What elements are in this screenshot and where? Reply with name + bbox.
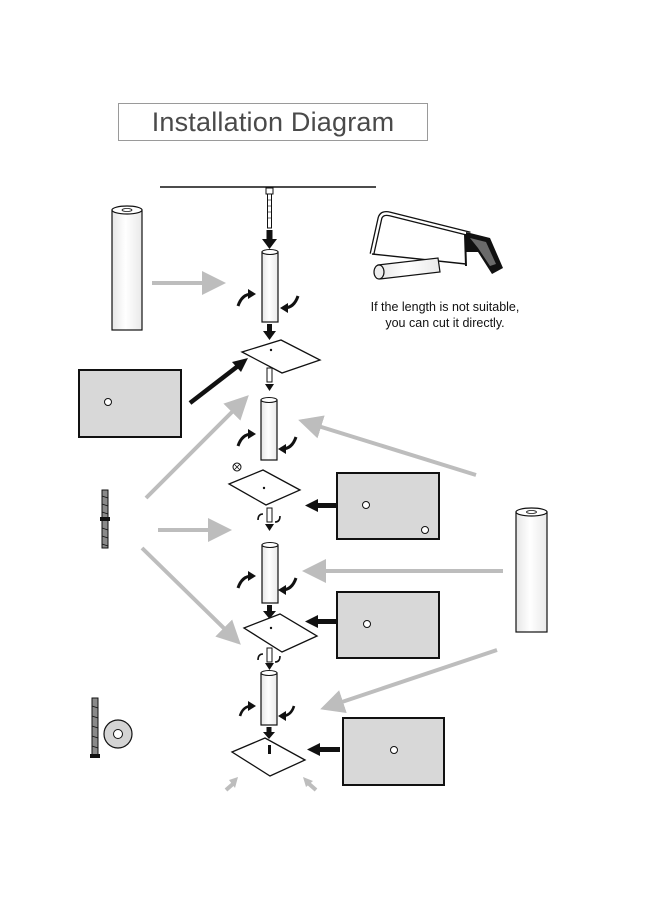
panel-1 (78, 369, 182, 438)
tube-2 (260, 396, 278, 461)
threaded-rod (100, 489, 110, 549)
guide-arrows (140, 271, 503, 714)
spare-tube-left (111, 205, 143, 331)
panel-4 (342, 717, 445, 786)
rotate-arrows-conn-3 (257, 653, 281, 663)
tube-1 (261, 248, 279, 323)
cut-note-line-2: you can cut it directly. (385, 316, 505, 330)
rotate-arrows-1 (236, 289, 300, 313)
tube-4 (260, 669, 278, 726)
down-arrow-3 (263, 605, 276, 619)
long-screw (90, 697, 100, 758)
rotate-arrows-conn-2 (257, 513, 281, 523)
shelf-plate-1 (240, 339, 322, 374)
rotate-arrows-4 (238, 701, 296, 721)
panel-2 (336, 472, 440, 540)
rotate-arrows-2 (236, 429, 298, 454)
cut-note: If the length is not suitable, you can c… (350, 299, 540, 331)
panel-3 (336, 591, 440, 659)
hacksaw-icon (369, 211, 503, 274)
down-arrow-4 (263, 727, 275, 739)
shelf-plate-3 (242, 613, 319, 653)
down-arrow-2 (263, 324, 276, 340)
bottom-grey-arrows (224, 777, 318, 792)
shelf-plate-2 (227, 469, 302, 506)
washer (103, 719, 133, 749)
tube-3 (261, 541, 279, 604)
rotate-arrows-3 (236, 571, 298, 595)
black-arrow-panel-1 (188, 358, 248, 405)
spare-tube-right (515, 507, 548, 633)
base-plate (230, 737, 307, 777)
diagram-title: Installation Diagram (151, 106, 395, 137)
down-arrow-1 (262, 230, 277, 249)
black-arrow-panel-3 (305, 615, 336, 628)
ceiling-bolt (265, 187, 274, 229)
connector-3 (265, 647, 274, 670)
connector-1 (265, 367, 274, 391)
connector-2 (265, 507, 274, 531)
cut-tube (373, 257, 441, 280)
screw-small (232, 462, 242, 472)
title-box: Installation Diagram (118, 103, 428, 141)
cut-note-line-1: If the length is not suitable, (370, 300, 520, 314)
black-arrow-panel-4 (307, 743, 340, 756)
black-arrow-panel-2 (305, 499, 336, 512)
